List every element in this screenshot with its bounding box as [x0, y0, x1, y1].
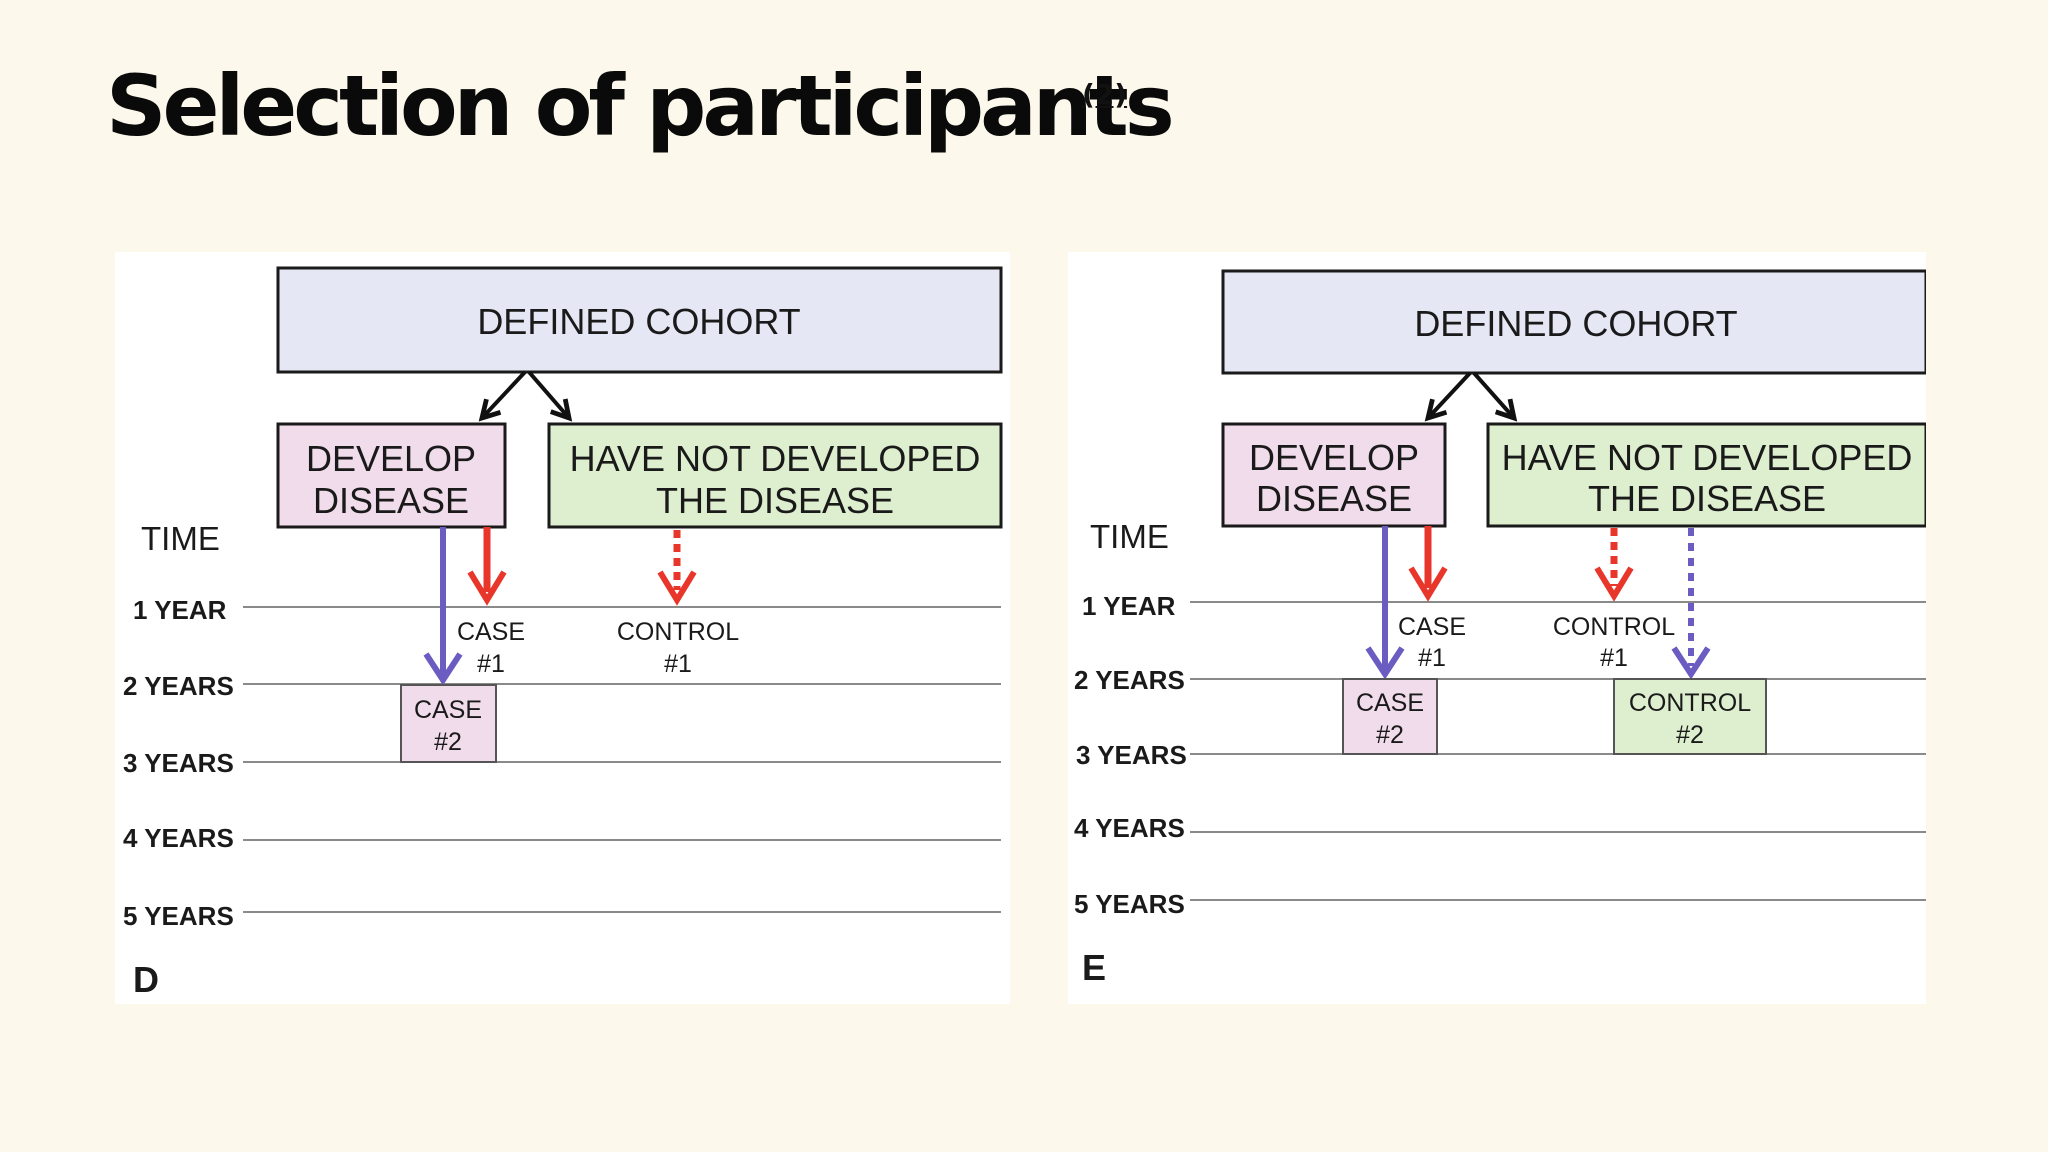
control1-label-1: CONTROL [1553, 613, 1675, 641]
not-developed-line-1: HAVE NOT DEVELOPED [570, 438, 981, 479]
case2-arrowhead [1365, 646, 1405, 680]
year-label-5: 5 YEARS [123, 901, 234, 931]
case1-label-1: CASE [457, 618, 525, 646]
case2-label-2: #2 [1376, 721, 1404, 749]
control1-label-2: #1 [664, 650, 692, 678]
develop-disease-box [1221, 422, 1447, 528]
control2-arrowhead [1671, 646, 1711, 680]
citation-link[interactable]: (2) [1082, 78, 1128, 111]
branch-arrow-right [1472, 371, 1518, 422]
time-label: TIME [141, 520, 220, 557]
diagram-panel-d: DEFINED COHORT DEVELOP DISEASE HAVE NOT … [115, 252, 1010, 1004]
time-label: TIME [1090, 518, 1169, 555]
panel-letter-e: E [1082, 947, 1106, 988]
defined-cohort-label: DEFINED COHORT [477, 301, 800, 342]
case2-label-2: #2 [434, 728, 462, 756]
not-developed-line-2: THE DISEASE [656, 480, 894, 521]
panel-letter-d: D [133, 959, 159, 1000]
not-developed-box [547, 422, 1003, 529]
branch-arrow-left [478, 370, 527, 422]
diagram-d-svg: DEFINED COHORT DEVELOP DISEASE HAVE NOT … [123, 266, 1003, 1000]
defined-cohort-label: DEFINED COHORT [1414, 303, 1737, 344]
control2-box [1613, 678, 1767, 755]
case1-label-1: CASE [1398, 613, 1466, 641]
case2-box [1342, 678, 1438, 755]
diagram-panel-e: DEFINED COHORT DEVELOP DISEASE HAVE NOT … [1068, 252, 1926, 1004]
case1-label-2: #1 [477, 650, 505, 678]
case2-label-1: CASE [414, 696, 482, 724]
not-developed-line-1: HAVE NOT DEVELOPED [1502, 437, 1913, 478]
defined-cohort-box [276, 266, 1003, 374]
control2-label-1: CONTROL [1629, 689, 1751, 717]
year-label-2: 2 YEARS [123, 671, 234, 701]
case2-box [400, 684, 497, 763]
control1-label-1: CONTROL [617, 618, 739, 646]
branch-arrow-left [1424, 371, 1472, 422]
control2-label-2: #2 [1676, 721, 1704, 749]
develop-disease-line-2: DISEASE [1256, 478, 1412, 519]
year-label-1: 1 YEAR [133, 595, 227, 625]
case2-arrowhead [423, 652, 463, 686]
branch-arrow-right [527, 370, 573, 422]
diagram-e-svg: DEFINED COHORT DEVELOP DISEASE HAVE NOT … [1074, 269, 1926, 988]
year-label-3: 3 YEARS [1076, 740, 1187, 770]
case1-label-2: #1 [1418, 644, 1446, 672]
year-label-5: 5 YEARS [1074, 889, 1185, 919]
year-label-4: 4 YEARS [1074, 813, 1185, 843]
develop-disease-box [276, 422, 507, 529]
control1-label-2: #1 [1600, 644, 1628, 672]
slide-title: Selection of participants [106, 57, 1175, 155]
case1-arrowhead [467, 570, 507, 606]
year-label-2: 2 YEARS [1074, 665, 1185, 695]
year-label-4: 4 YEARS [123, 823, 234, 853]
year-label-1: 1 YEAR [1082, 591, 1176, 621]
control1-arrowhead [1594, 566, 1634, 602]
year-label-3: 3 YEARS [123, 748, 234, 778]
develop-disease-line-1: DEVELOP [1249, 437, 1419, 478]
not-developed-line-2: THE DISEASE [1588, 478, 1826, 519]
defined-cohort-box [1221, 269, 1926, 375]
case2-label-1: CASE [1356, 689, 1424, 717]
control1-arrowhead [657, 570, 697, 606]
develop-disease-line-2: DISEASE [313, 480, 469, 521]
slide-title-wrap: Selection of participants [106, 57, 1175, 155]
develop-disease-line-1: DEVELOP [306, 438, 476, 479]
case1-arrowhead [1408, 566, 1448, 602]
not-developed-box [1486, 422, 1926, 528]
